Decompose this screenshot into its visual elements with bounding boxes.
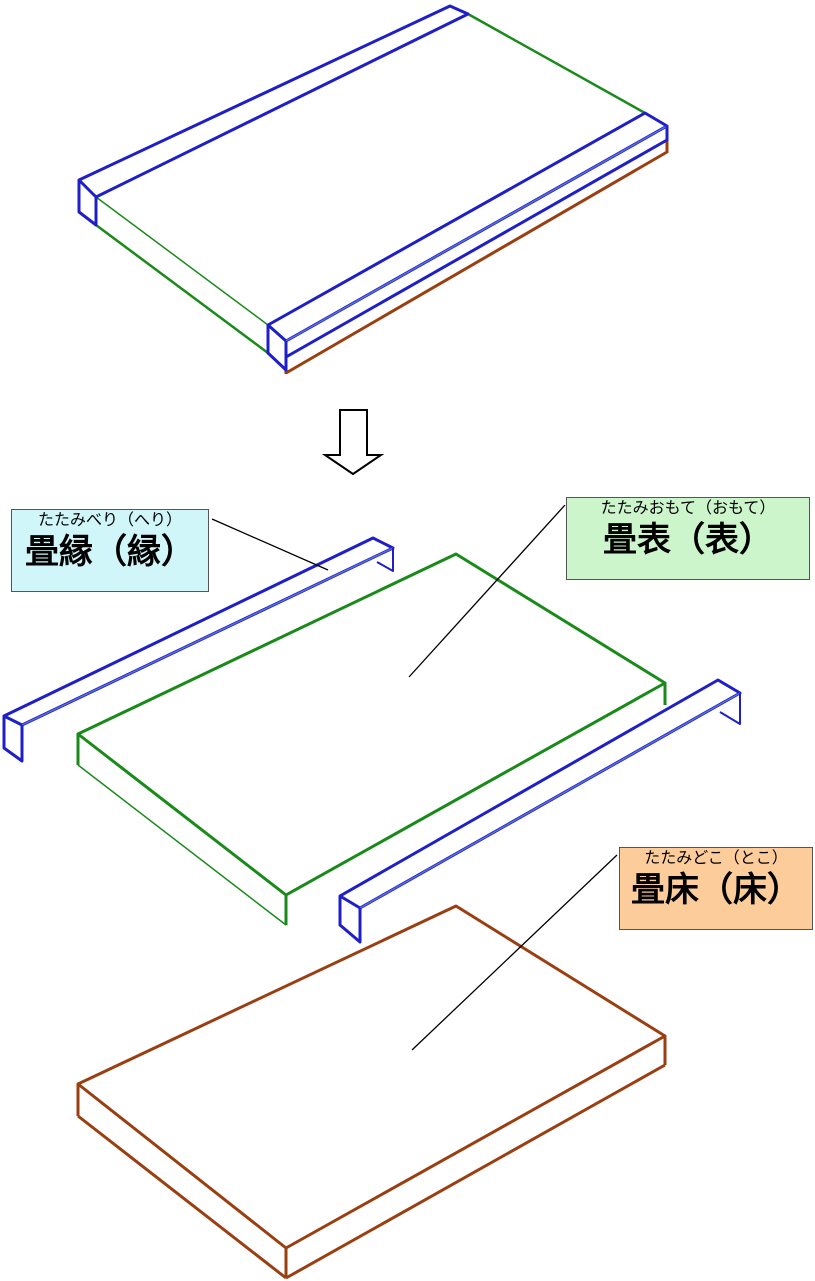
assembled-heri-right-bottom	[285, 138, 668, 359]
assembled-heri-right-top	[266, 111, 669, 343]
label-toko: たたみどこ（とこ） 畳床（床）	[619, 847, 813, 930]
assembled-tatami	[77, 4, 669, 375]
down-arrow-icon	[321, 409, 385, 476]
assembled-toko-edge	[285, 150, 668, 375]
assembled-omote-back-edge	[467, 12, 646, 115]
heri-left-piece	[2, 536, 395, 763]
assembled-heri-left-top	[77, 4, 470, 199]
heri-right-piece	[338, 678, 742, 944]
leader-line-omote	[408, 504, 566, 678]
assembled-heri-right-face	[285, 125, 668, 342]
omote-piece	[76, 552, 667, 926]
assembled-omote-left-edge	[95, 196, 269, 326]
label-toko-kanji: 畳床（床）	[631, 870, 801, 910]
leader-line-toko	[411, 854, 618, 1051]
label-omote-ruby: たたみおもて（おもて）	[600, 498, 776, 517]
leader-line-heri	[211, 518, 329, 571]
label-heri-kanji: 畳縁（縁）	[25, 532, 195, 572]
label-heri-ruby: たたみべり（へり）	[37, 510, 182, 529]
toko-piece	[76, 904, 667, 1280]
assembled-heri-left-end	[77, 180, 98, 227]
label-omote: たたみおもて（おもて） 畳表（表）	[566, 497, 810, 580]
label-heri: たたみべり（へり） 畳縁（縁）	[11, 509, 209, 592]
label-omote-kanji: 畳表（表）	[603, 520, 773, 560]
label-toko-ruby: たたみどこ（とこ）	[644, 848, 788, 867]
assembled-omote-left-lower	[95, 223, 269, 355]
